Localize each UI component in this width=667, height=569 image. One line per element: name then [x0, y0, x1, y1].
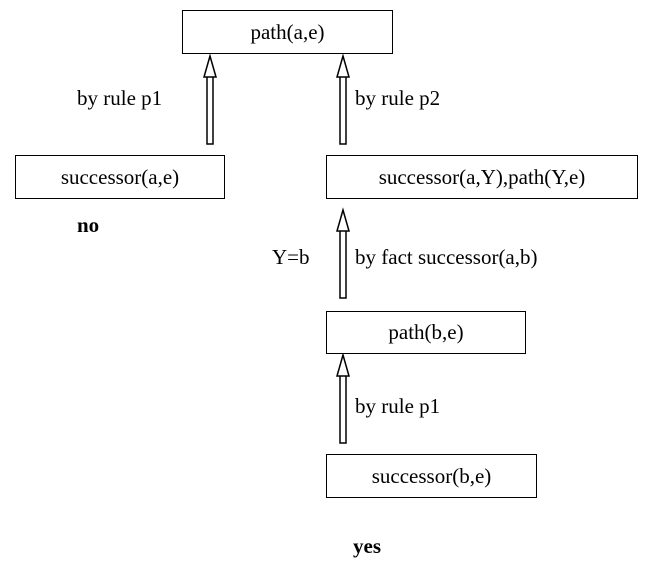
edge-label-binding: Y=b — [272, 245, 310, 269]
node-right: successor(a,Y),path(Y,e) — [326, 155, 638, 199]
edge-label-bottom-rule: by rule p1 — [355, 394, 441, 418]
arrow-bottom-to-mid — [336, 352, 350, 444]
result-left: no — [77, 213, 100, 237]
node-mid: path(b,e) — [326, 311, 526, 354]
arrow-left-to-root — [203, 53, 217, 145]
edge-label-fact: by fact successor(a,b) — [355, 245, 538, 269]
result-bottom: yes — [353, 534, 381, 558]
node-left: successor(a,e) — [15, 155, 225, 199]
edge-label-left-rule: by rule p1 — [77, 86, 163, 110]
node-bottom: successor(b,e) — [326, 454, 537, 498]
edge-label-right-rule: by rule p2 — [355, 86, 441, 110]
arrow-right-to-root — [336, 53, 350, 145]
arrow-mid-to-right — [336, 207, 350, 299]
node-root: path(a,e) — [182, 10, 393, 54]
